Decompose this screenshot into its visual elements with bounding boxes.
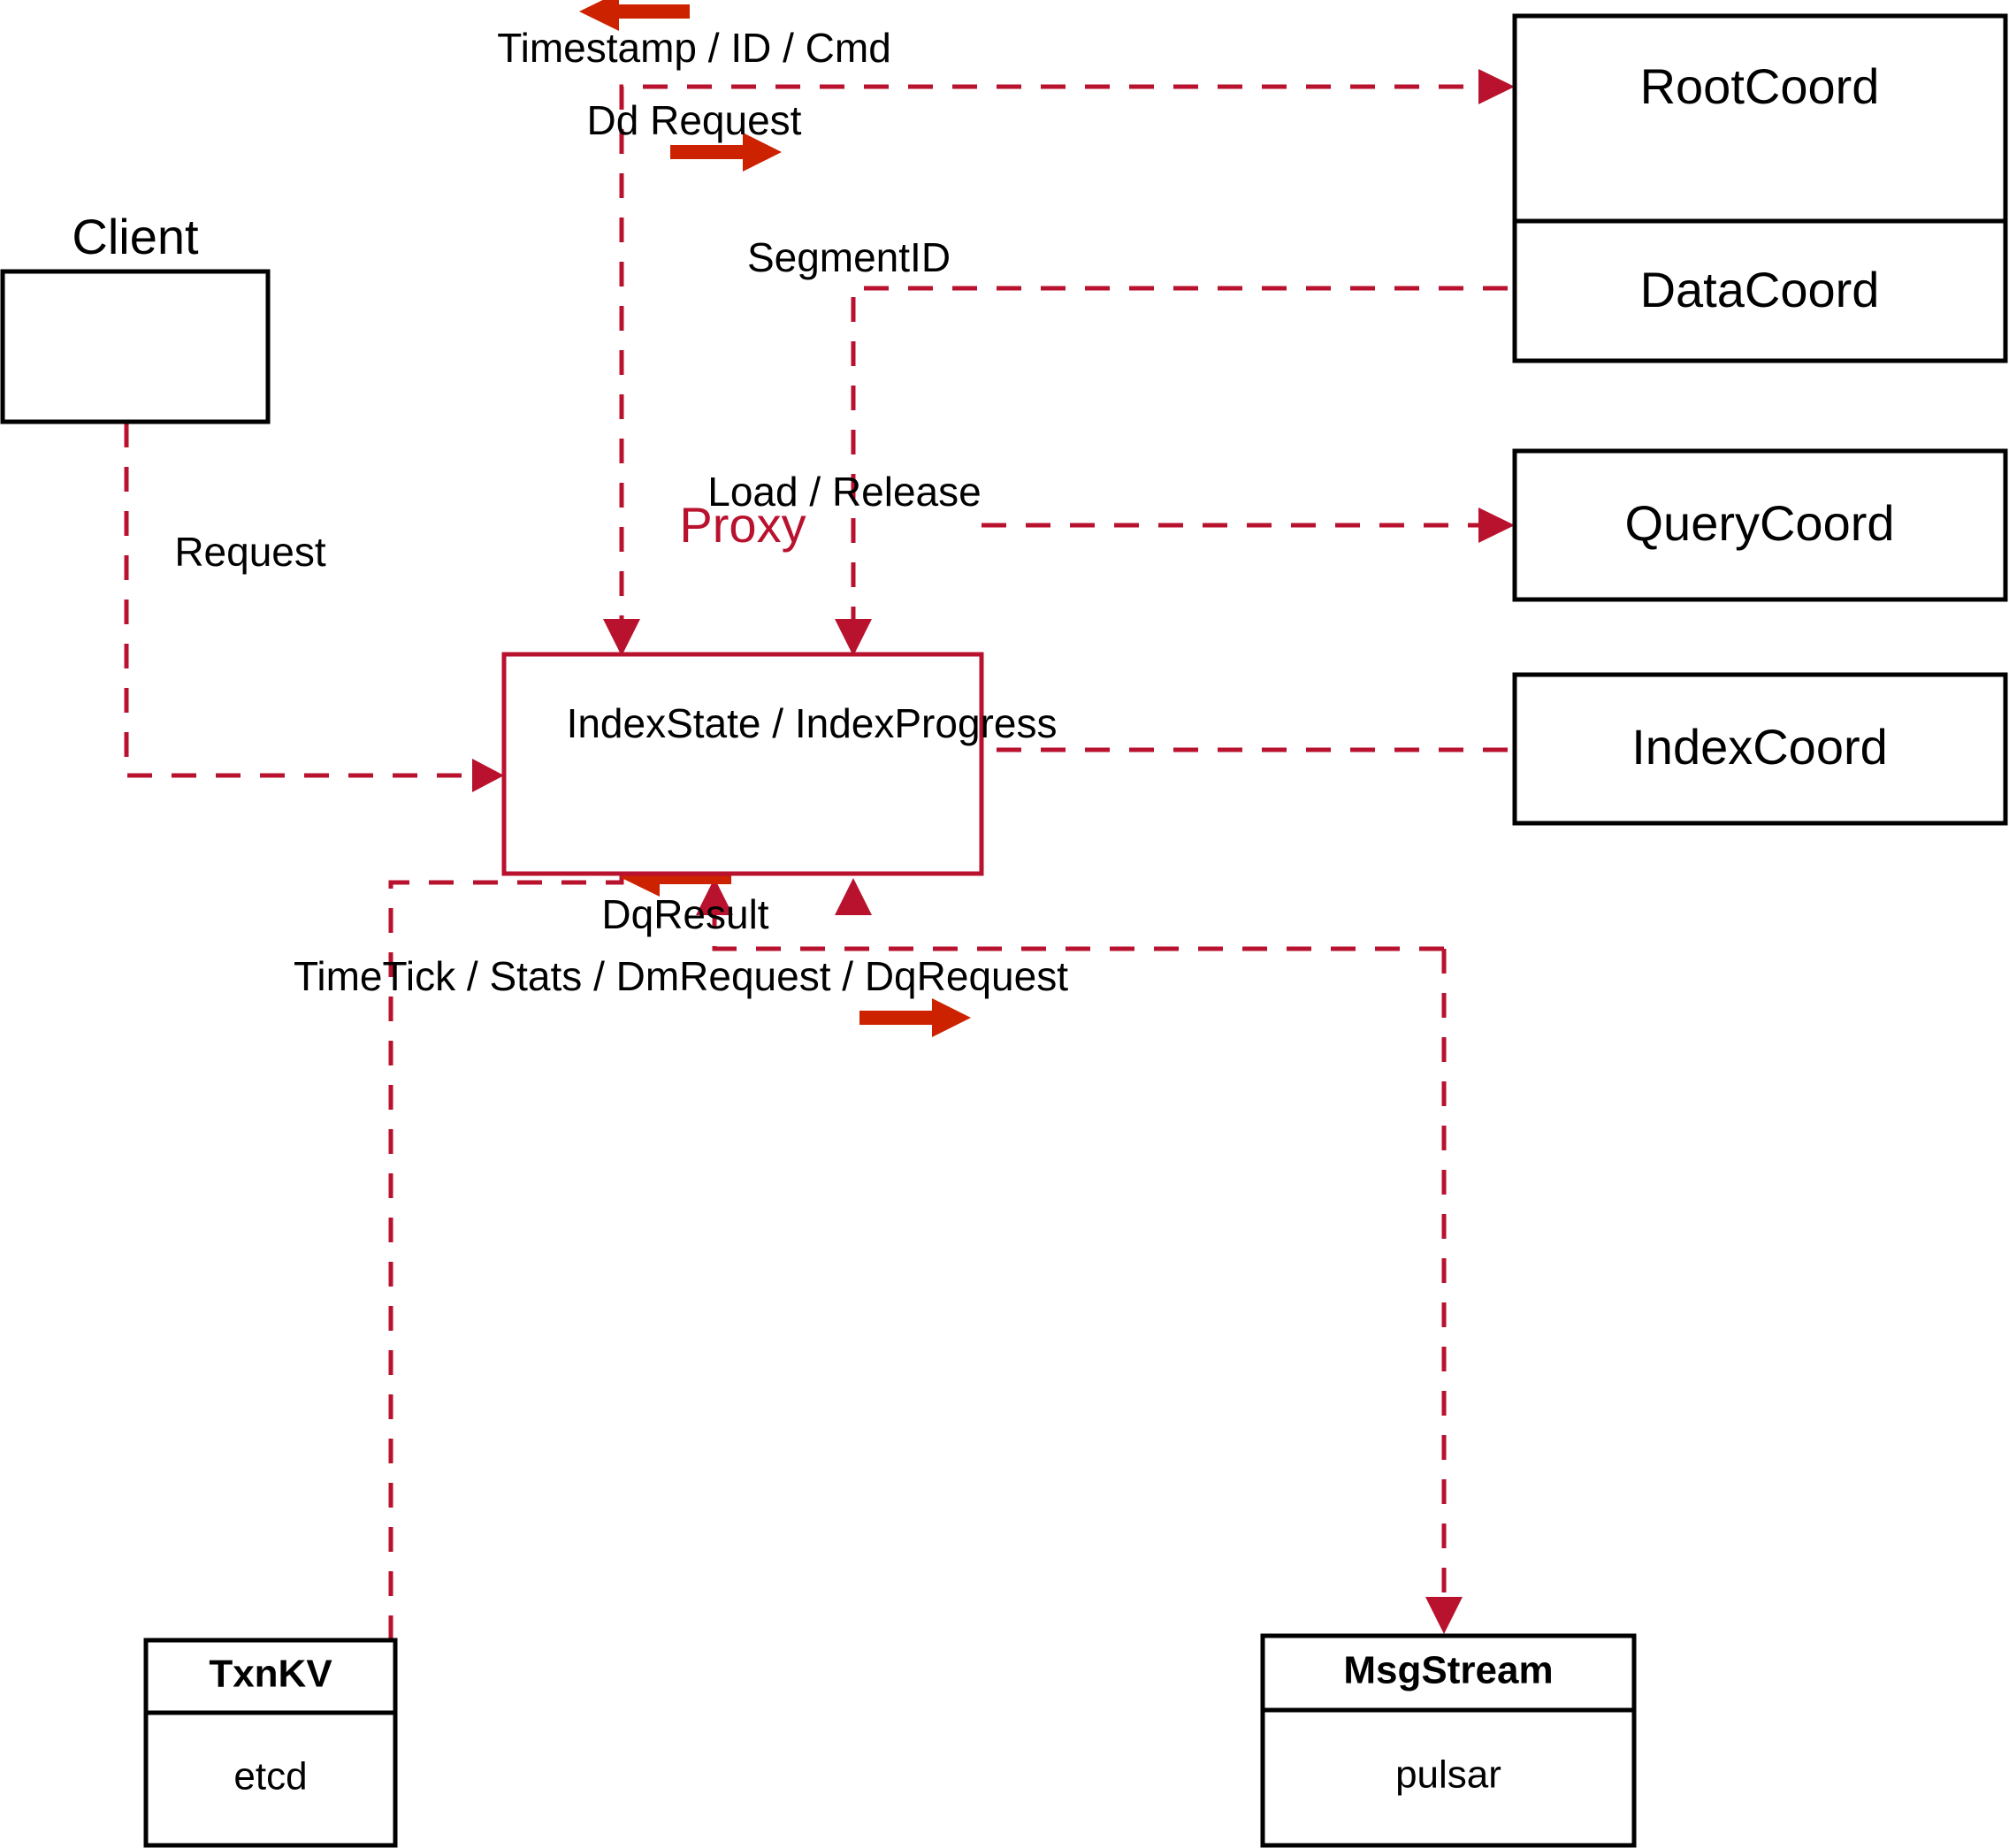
edge-label-ddrequest: Dd Request — [587, 97, 802, 143]
node-client-label: Client — [72, 209, 199, 264]
node-msgstream[interactable] — [1260, 1633, 1637, 1848]
node-rootcoord-label: RootCoord — [1640, 58, 1880, 114]
node-msgstream-sublabel: pulsar — [1395, 1753, 1501, 1797]
node-txnkv-sublabel: etcd — [233, 1755, 307, 1798]
direction-arrow-timestamp — [579, 0, 690, 31]
edge-line-dqresult — [712, 889, 1444, 951]
node-querycoord-label: QueryCoord — [1624, 495, 1894, 551]
edge-line-txnkv — [388, 874, 624, 1640]
edge-line-request — [124, 423, 495, 778]
edge-label-loadrelease: Load / Release — [707, 469, 981, 515]
edge-label-request: Request — [174, 529, 326, 575]
edge-line-segmentid — [851, 286, 1508, 645]
node-txnkv[interactable] — [143, 1638, 398, 1848]
edge-line-timestamp — [619, 84, 1508, 645]
node-indexcoord-label: IndexCoord — [1631, 719, 1888, 775]
edge-label-segmentid: SegmentID — [747, 234, 951, 280]
arrowhead-segmentid — [835, 619, 872, 656]
edge-label-indexstate: IndexState / IndexProgress — [567, 700, 1058, 746]
edge-label-timestamp: Timestamp / ID / Cmd — [497, 25, 891, 71]
arrowhead-indexstate — [835, 878, 872, 915]
arrowhead-timestamp — [603, 619, 640, 656]
node-datacoord[interactable] — [1512, 218, 2008, 363]
node-proxy[interactable] — [501, 652, 984, 876]
edge-label-timetick: TimeTick / Stats / DmRequest / DqRequest — [294, 953, 1068, 999]
node-indexcoord[interactable] — [1512, 672, 2008, 826]
node-querycoord[interactable] — [1512, 448, 2008, 602]
direction-arrow-timetick — [859, 998, 971, 1037]
direction-arrow-ddrequest — [670, 133, 782, 172]
arrowhead-request — [472, 759, 504, 792]
arrowhead-loadrelease — [1478, 508, 1515, 543]
node-client[interactable] — [0, 269, 271, 424]
arrowhead-timetick — [1425, 1597, 1463, 1634]
node-proxy-label: Proxy — [679, 497, 806, 553]
arrowhead-dqresult — [696, 878, 733, 915]
node-datacoord-label: DataCoord — [1640, 262, 1880, 317]
arrowhead-ddrequest-into-rootcoord — [1478, 69, 1515, 104]
node-rootcoord[interactable] — [1512, 13, 2008, 238]
node-msgstream-label: MsgStream — [1343, 1649, 1553, 1692]
edge-label-dqresult: DqResult — [601, 891, 768, 937]
node-txnkv-label: TxnKV — [209, 1653, 332, 1696]
